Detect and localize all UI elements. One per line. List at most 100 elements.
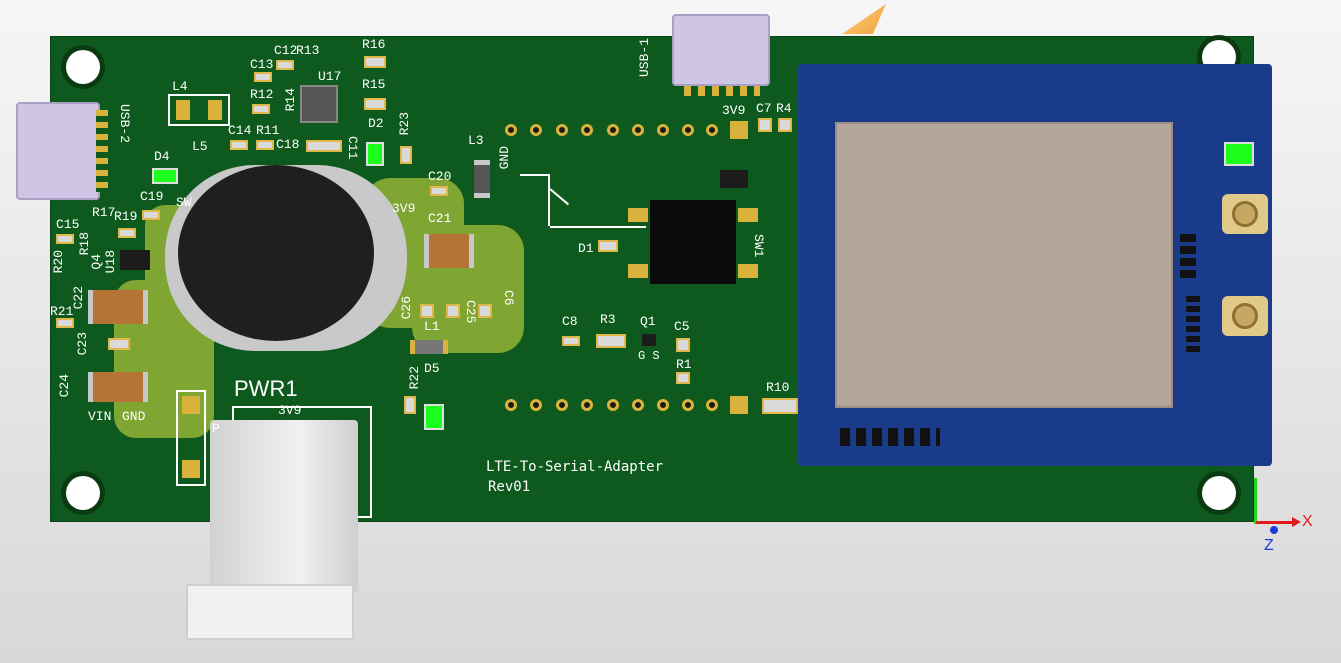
pin-bot-7 bbox=[657, 399, 669, 411]
pin-bot-10 bbox=[730, 396, 748, 414]
label-r17: R17 bbox=[92, 205, 116, 220]
pin-top-3 bbox=[556, 124, 568, 136]
label-p: P bbox=[212, 421, 220, 436]
smd-c25 bbox=[446, 304, 460, 318]
pin-top-10 bbox=[730, 121, 748, 139]
pin-bot-5 bbox=[607, 399, 619, 411]
sw1-pad-tl bbox=[628, 208, 648, 222]
label-q4: Q4 bbox=[89, 254, 104, 270]
inductor-l1 bbox=[410, 340, 448, 354]
label-c15: C15 bbox=[56, 217, 80, 232]
pin-bot-3 bbox=[556, 399, 568, 411]
smd-c13 bbox=[254, 72, 272, 82]
smd-c26 bbox=[420, 304, 434, 318]
label-r10: R10 bbox=[766, 380, 790, 395]
sw1-pad-tr bbox=[738, 208, 758, 222]
pin-top-6 bbox=[632, 124, 644, 136]
sw1-switch[interactable] bbox=[650, 200, 736, 284]
axis-x-line bbox=[1256, 521, 1294, 524]
label-c25: C25 bbox=[463, 300, 478, 324]
pin-top-5 bbox=[607, 124, 619, 136]
flame-glint bbox=[842, 4, 886, 34]
smd-c20 bbox=[430, 186, 448, 196]
smd-c8 bbox=[562, 336, 580, 346]
smd-r19 bbox=[118, 228, 136, 238]
label-3v9-top: 3V9 bbox=[722, 103, 746, 118]
label-r14: R14 bbox=[283, 88, 298, 112]
silk-line-2 bbox=[548, 174, 550, 226]
label-l1: L1 bbox=[424, 319, 440, 334]
usb2-label: USB-2 bbox=[117, 104, 132, 144]
label-r22: R22 bbox=[407, 366, 422, 390]
label-d4: D4 bbox=[154, 149, 170, 164]
smd-c7 bbox=[758, 118, 772, 132]
mount-hole-tl bbox=[66, 50, 100, 84]
smd-c6 bbox=[478, 304, 492, 318]
l4-pads bbox=[176, 100, 222, 120]
label-c18: C18 bbox=[276, 137, 300, 152]
label-r13: R13 bbox=[296, 43, 320, 58]
pin-bot-4 bbox=[581, 399, 593, 411]
pin-top-7 bbox=[657, 124, 669, 136]
smd-c5 bbox=[676, 338, 690, 352]
axis-x-label: X bbox=[1302, 513, 1313, 530]
l4-outline bbox=[168, 94, 230, 126]
label-r4: R4 bbox=[776, 101, 792, 116]
label-c24: C24 bbox=[57, 374, 72, 398]
label-c6: C6 bbox=[501, 290, 516, 306]
axis-z-label: Z bbox=[1264, 537, 1274, 554]
ic-small bbox=[720, 170, 748, 188]
smd-r22 bbox=[404, 396, 416, 414]
smd-r23 bbox=[400, 146, 412, 164]
smd-r11 bbox=[256, 140, 274, 150]
cap-c21 bbox=[424, 234, 474, 268]
label-d1: D1 bbox=[578, 241, 594, 256]
label-u18: U18 bbox=[103, 250, 118, 274]
smd-c23 bbox=[108, 338, 130, 350]
label-c7: C7 bbox=[756, 101, 772, 116]
pin-top-8 bbox=[682, 124, 694, 136]
antenna-connector-2-center bbox=[1232, 303, 1258, 329]
board-revision: Rev01 bbox=[488, 479, 531, 495]
label-c11: C11 bbox=[345, 136, 360, 160]
label-r15: R15 bbox=[362, 77, 386, 92]
sw1-pad-bl bbox=[628, 264, 648, 278]
label-d2: D2 bbox=[368, 116, 384, 131]
smd-r1 bbox=[676, 372, 690, 384]
label-3v9-mid: 3V9 bbox=[392, 201, 416, 216]
label-c5: C5 bbox=[674, 319, 690, 334]
cap-l3 bbox=[474, 160, 490, 198]
pin-bot-2 bbox=[530, 399, 542, 411]
pin-top-1 bbox=[505, 124, 517, 136]
label-u17: U17 bbox=[318, 69, 342, 84]
label-r19: R19 bbox=[114, 209, 138, 224]
label-c20: C20 bbox=[428, 169, 452, 184]
smd-r21 bbox=[56, 318, 74, 328]
smd-c14 bbox=[230, 140, 248, 150]
pin-bot-1 bbox=[505, 399, 517, 411]
smd-c18 bbox=[306, 140, 342, 152]
label-pwr1: PWR1 bbox=[234, 376, 298, 401]
usb1-label: USB-1 bbox=[637, 38, 652, 78]
module-led bbox=[1224, 142, 1254, 166]
usb1-connector bbox=[672, 14, 770, 86]
u17-chip bbox=[300, 85, 338, 123]
label-c13: C13 bbox=[250, 57, 274, 72]
pwr-p-pad-2 bbox=[182, 460, 200, 478]
smd-r4 bbox=[778, 118, 792, 132]
sw1-pad-br bbox=[738, 264, 758, 278]
smd-c15 bbox=[56, 234, 74, 244]
label-d5: D5 bbox=[424, 361, 440, 376]
lte-module-pads-bottom bbox=[840, 428, 940, 446]
lte-module-shield bbox=[835, 122, 1173, 408]
label-l3: L3 bbox=[468, 133, 484, 148]
smd-d1 bbox=[598, 240, 618, 252]
label-sw1: SW1 bbox=[751, 234, 766, 258]
axis-x-arrow-icon bbox=[1292, 517, 1301, 527]
cap-c24 bbox=[88, 372, 148, 402]
label-r1: R1 bbox=[676, 357, 692, 372]
smd-r10 bbox=[762, 398, 798, 414]
label-c19: C19 bbox=[140, 189, 164, 204]
usb2-connector bbox=[16, 102, 100, 200]
label-c26: C26 bbox=[399, 296, 414, 320]
